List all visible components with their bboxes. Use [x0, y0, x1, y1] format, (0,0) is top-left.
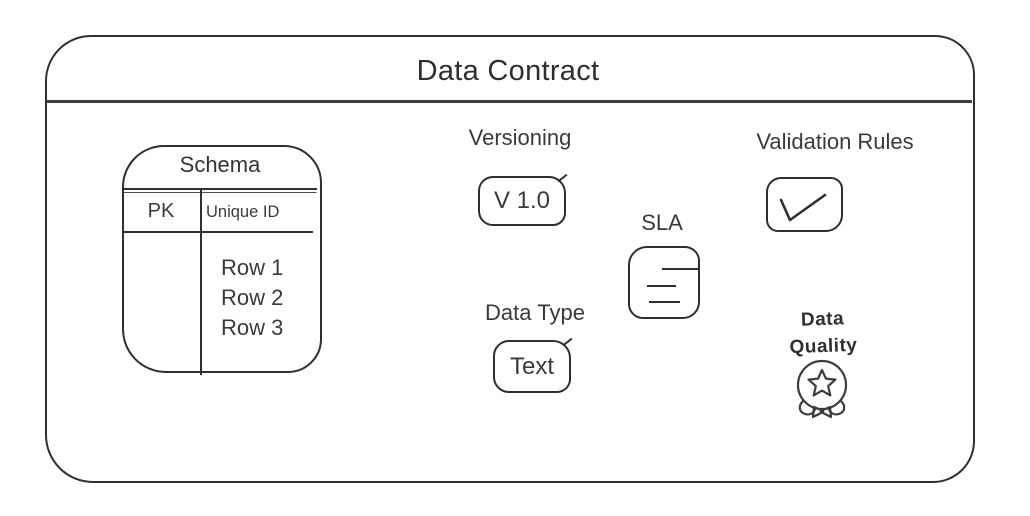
- schema-column-unique-id: Unique ID: [206, 203, 280, 221]
- data-quality-label: Data Quality: [769, 304, 877, 362]
- version-value: V 1.0: [493, 187, 551, 214]
- document-line: [647, 285, 676, 288]
- schema-row: Row 2: [221, 285, 284, 310]
- schema-column-pk: PK: [147, 200, 175, 222]
- schema-table: [122, 145, 322, 373]
- schema-rows: Row 1 Row 2 Row 3: [221, 253, 316, 343]
- checkmark-icon: [779, 193, 827, 222]
- data-type-badge: Text: [493, 337, 573, 393]
- document-line: [662, 268, 699, 271]
- schema-column-divider: [200, 189, 202, 375]
- sla-document-icon: [628, 246, 700, 319]
- schema-header-divider: [123, 188, 317, 190]
- diagram-title: Data Contract: [416, 55, 600, 87]
- schema-row: Row 1: [221, 255, 284, 280]
- header-divider: [46, 100, 972, 103]
- sla-label: SLA: [641, 210, 683, 235]
- versioning-label: Versioning: [468, 125, 572, 150]
- validation-rules-label: Validation Rules: [756, 129, 914, 154]
- schema-table-title: Schema: [179, 152, 261, 177]
- document-line: [649, 301, 680, 304]
- data-type-value: Text: [509, 352, 554, 380]
- version-badge: V 1.0: [478, 173, 568, 226]
- validation-checkbox: [766, 177, 843, 232]
- data-quality-line1: Data: [800, 308, 845, 331]
- schema-row: Row 3: [221, 315, 284, 340]
- award-badge-icon: [796, 359, 848, 419]
- schema-row-divider: [123, 231, 313, 233]
- data-type-label: Data Type: [485, 300, 585, 325]
